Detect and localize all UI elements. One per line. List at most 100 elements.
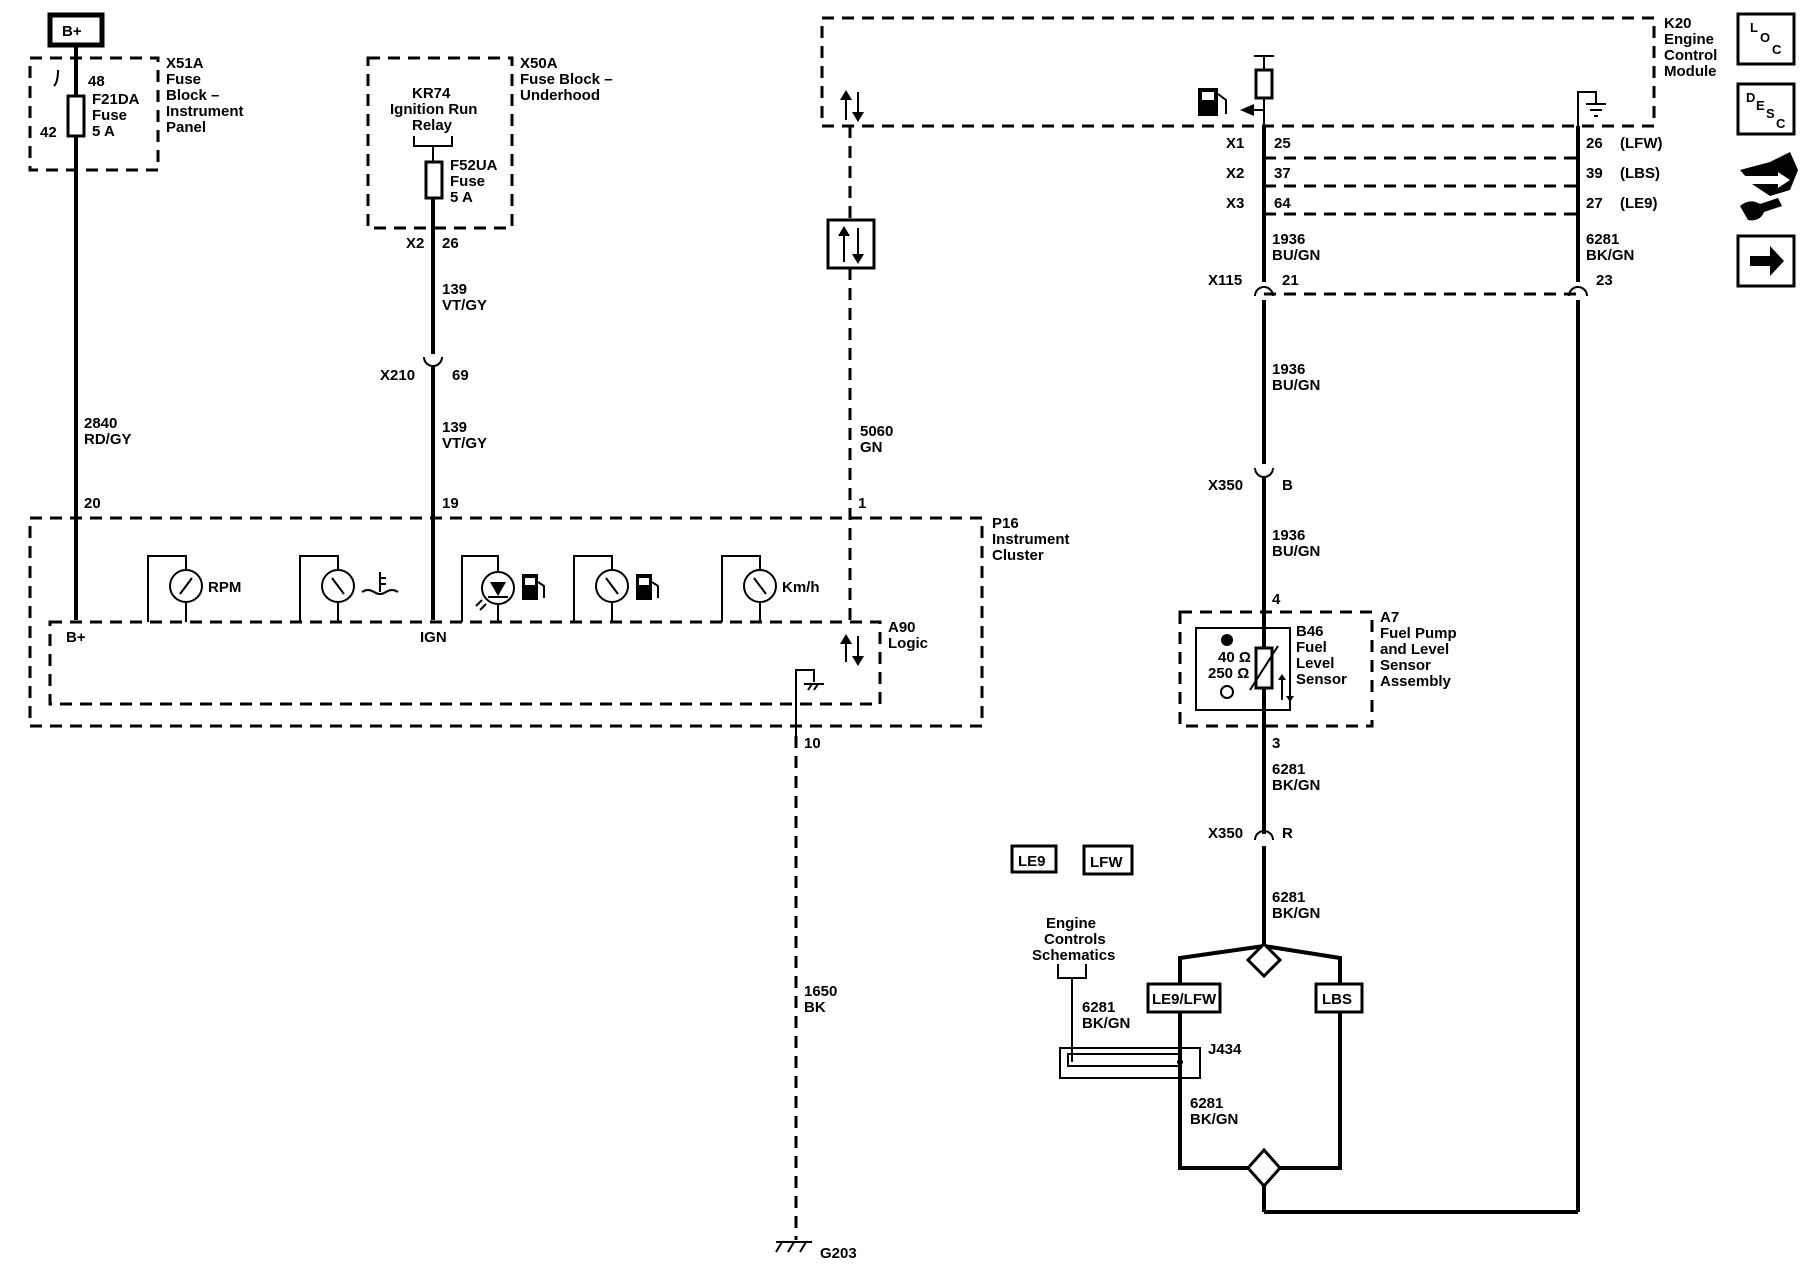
splice-j434-box [1059,1047,1201,1079]
connector-x210-pin: 69 [452,367,469,384]
wire-139b-color: VT/GY [442,435,487,452]
repair-procedures-button[interactable] [1740,152,1798,221]
ground-g203-icon [775,1241,812,1253]
bplus-source-label: B+ [62,23,82,40]
cluster-ign-label: IGN [420,629,447,646]
tachometer-gauge: RPM [147,555,241,622]
description-letter-s: S [1766,106,1775,121]
wire-139a-circuit: 139 [442,281,467,298]
splice-note-1: Engine [1046,915,1096,932]
connector-x210-symbol [423,356,443,367]
option-le9-label: LE9 [1018,853,1046,870]
splice-diamond-bottom [1245,1147,1283,1189]
engine-control-module: K20 Engine Control Module [820,15,1717,216]
low-fuel-pump-icon [522,574,545,600]
relay-kr74-line-1: KR74 [412,85,451,102]
connector-x350-r-ref: X350 [1208,825,1243,842]
ecm-row-2-conn: X2 [1226,165,1244,182]
battery-positive-source: B+ [47,12,105,48]
fuel-pump-name-3: Sensor [1380,657,1431,674]
ecm-row-3-right-pin: 27 [1586,195,1603,212]
fuse-f52ua [424,160,444,200]
ecm-row-3-option: (LE9) [1620,195,1658,212]
wire-6281a-circuit: 6281 [1586,231,1619,248]
fuel-pump-pin-top: 4 [1272,591,1281,608]
fuse-f52ua-rating: 5 A [450,189,473,206]
fuse-block-uh-ref: X50A [520,55,558,72]
fuse-f52ua-ref: F52UA [450,157,498,174]
wire-6281b-circuit: 6281 [1272,761,1305,778]
fuse-block-ip-pin-in: 48 [88,73,105,90]
wire-5060-circuit: 5060 [860,423,893,440]
ecm-name-1: Engine [1664,31,1714,48]
wire-1650-circuit: 1650 [804,983,837,1000]
fuse-block-uh-pin: 26 [442,235,459,252]
wire-1936b-circuit: 1936 [1272,361,1305,378]
location-letter-c: C [1772,42,1782,57]
ecm-ground-icon [1577,91,1606,126]
cluster-pin-data: 1 [858,495,866,512]
wire-139b-circuit: 139 [442,419,467,436]
connector-x350-b-ref: X350 [1208,477,1243,494]
wire-6281a-color: BK/GN [1586,247,1634,264]
connector-x350-r-symbol [1254,830,1274,841]
wire-6281c-color: BK/GN [1272,905,1320,922]
wire-6281d-color: BK/GN [1082,1015,1130,1032]
wire-139a-color: VT/GY [442,297,487,314]
splice-note-3: Schematics [1032,947,1115,964]
fuse-block-uh-connector: X2 [406,235,424,252]
wire-6281d-circuit: 6281 [1082,999,1115,1016]
fuel-level-sensor-ref: B46 [1296,623,1324,640]
fuse-block-ip-name-3: Instrument [166,103,244,120]
empty-tank-icon [1220,685,1234,699]
fuse-f21da-rating: 5 A [92,123,115,140]
description-button[interactable]: D E S C [1736,82,1796,136]
location-letter-o: O [1760,30,1770,45]
cluster-name-1: Instrument [992,531,1070,548]
wire-6281b-color: BK/GN [1272,777,1320,794]
cluster-logic-ref: A90 [888,619,916,636]
fuel-level-sensor-name-3: Sensor [1296,671,1347,688]
relay-kr74-line-2: Ignition Run [390,101,477,118]
relay-kr74-line-3: Relay [412,117,453,134]
ecm-row-2-left-pin: 37 [1274,165,1291,182]
coolant-temp-icon [361,589,399,595]
fuse-block-uh-name-1: Fuse Block – [520,71,613,88]
next-page-button[interactable] [1736,234,1796,288]
cluster-pin-ign: 19 [442,495,459,512]
connector-x115-left-symbol [1254,286,1274,297]
option-le9-lfw-box [1146,982,1222,1014]
cluster-pin-ground: 10 [804,735,821,752]
coolant-temp-gauge [299,555,399,622]
cluster-data-arrows-icon [840,634,864,666]
option-lfw-label: LFW [1090,854,1123,871]
ecm-ref: K20 [1664,15,1692,32]
ecm-row-2-option: (LBS) [1620,165,1660,182]
connector-x350-b-pin: B [1282,477,1293,494]
wire-2840-color: RD/GY [84,431,132,448]
fuel-level-res-low: 40 Ω [1218,649,1251,666]
fuel-pump-pin-bottom: 3 [1272,735,1280,752]
fuel-level-sensor-box [1195,627,1291,711]
fuse-f52ua-label: Fuse [450,173,485,190]
option-lbs-label: LBS [1322,991,1352,1008]
wire-2840-circuit: 2840 [84,415,117,432]
splice-diamond-top [1245,941,1283,979]
fuse-f21da-ref: F21DA [92,91,140,108]
splice-j434-ref: J434 [1208,1041,1242,1058]
fuel-pump-name-2: and Level [1380,641,1449,658]
fuel-level-sensor-resistor-icon [1249,645,1294,702]
wire-1936a-color: BU/GN [1272,247,1320,264]
connector-x350-b-symbol [1254,467,1274,478]
location-button[interactable]: L O C [1736,12,1796,66]
ecm-name-3: Module [1664,63,1717,80]
ecm-row-3-left-pin: 64 [1274,195,1291,212]
serial-data-icon [826,218,876,270]
wire-6281e-color: BK/GN [1190,1111,1238,1128]
wrench-connector-icon [1740,152,1798,221]
option-lbs-box [1314,982,1364,1014]
full-tank-icon [1221,634,1233,646]
low-fuel-indicator [461,555,545,622]
wire-5060-color: GN [860,439,883,456]
